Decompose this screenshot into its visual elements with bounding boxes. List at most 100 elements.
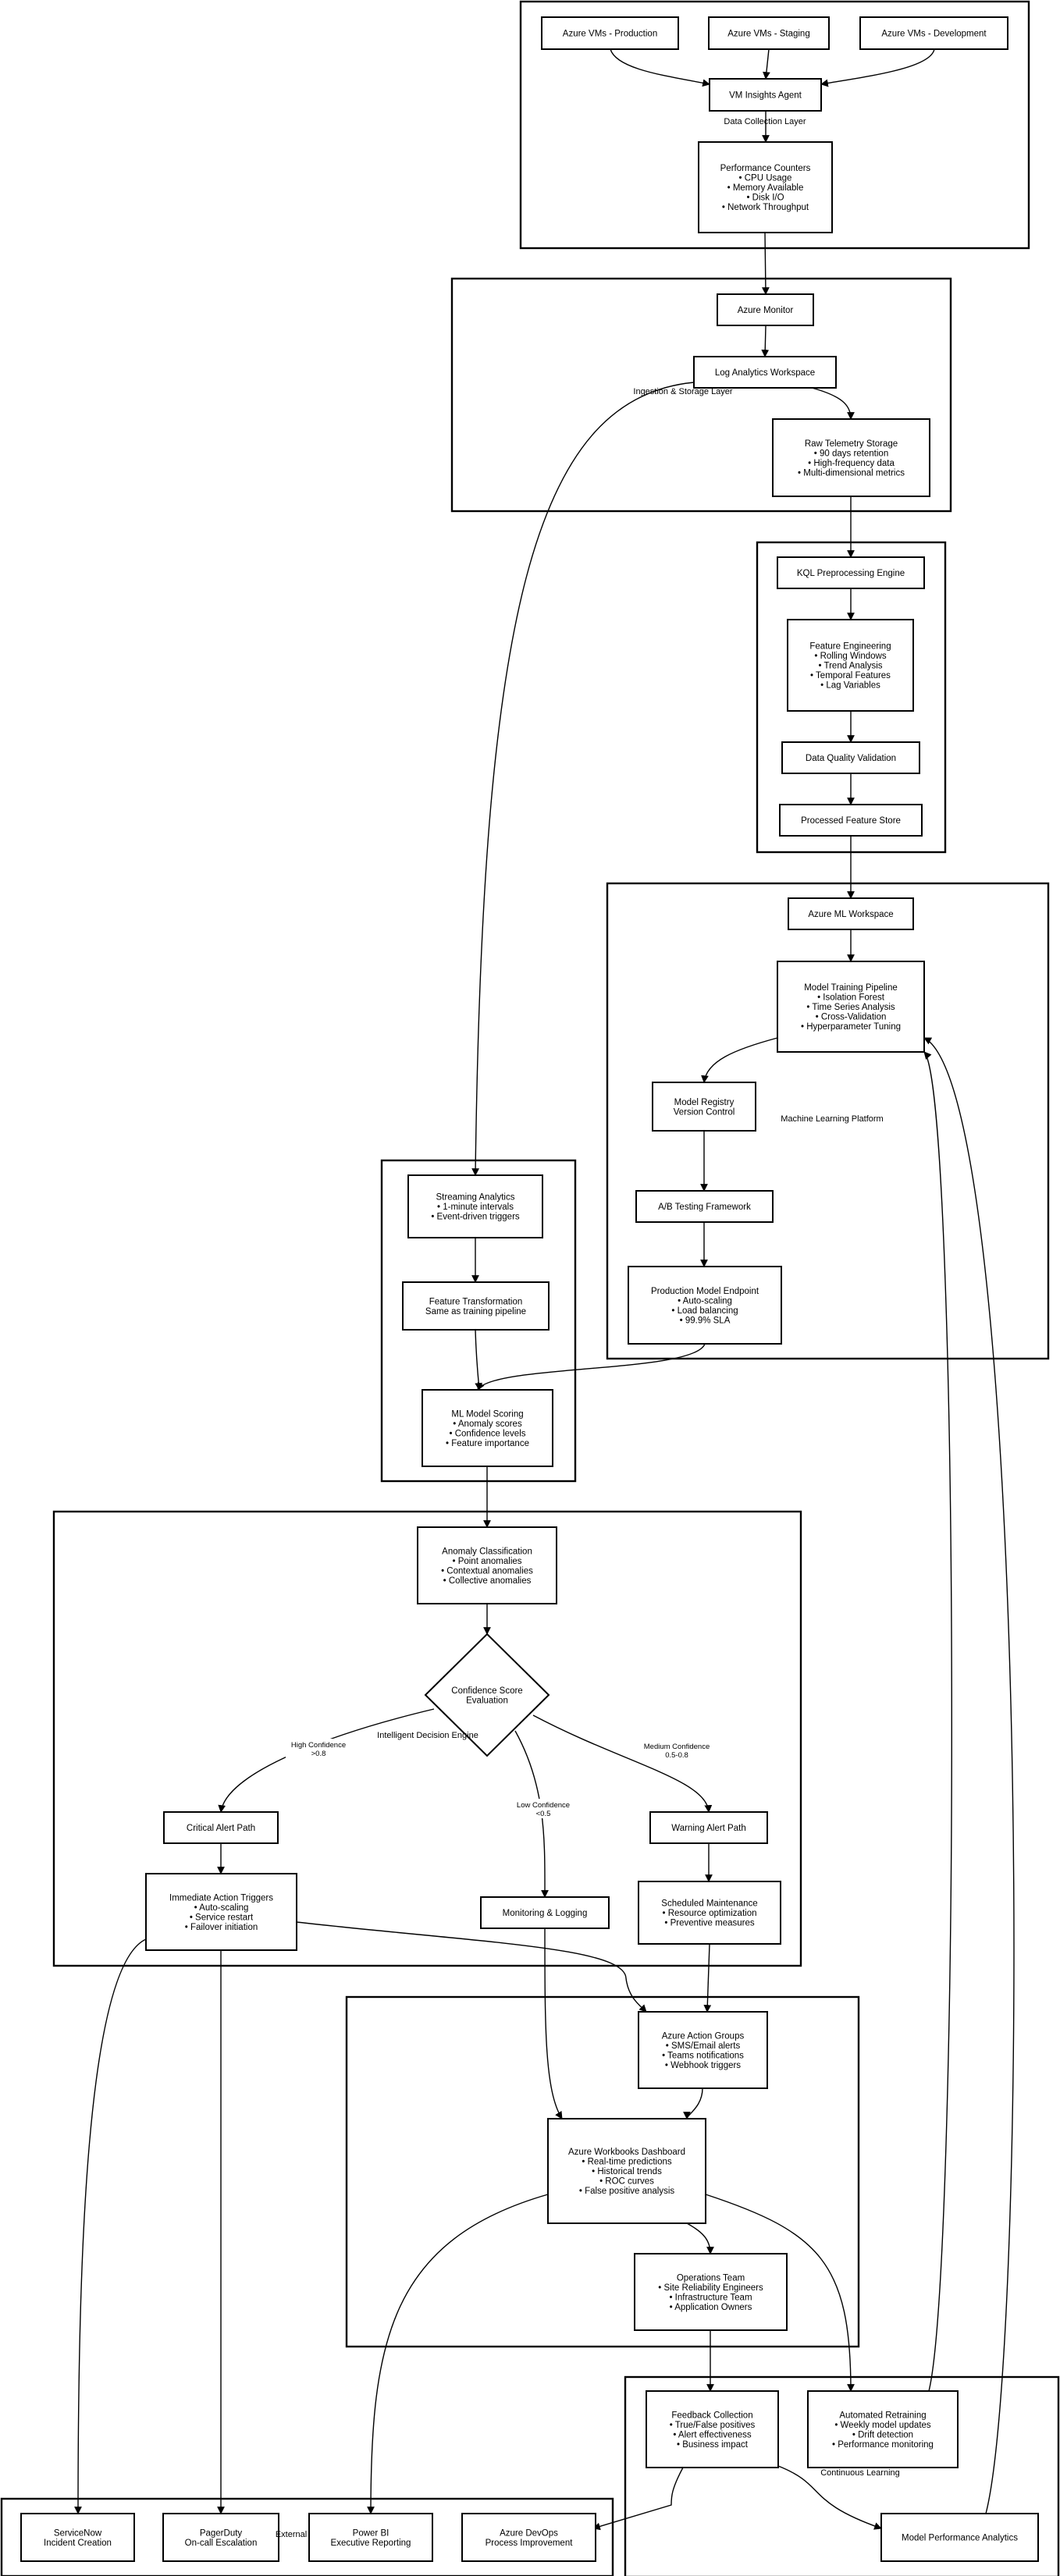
node-label-ml-workspace: Azure ML Workspace — [808, 910, 893, 919]
edge-label-low-confidence: Low Confidence<0.5 — [517, 1801, 570, 1818]
edge-scheduled-to-action — [703, 1943, 712, 2013]
node-label-prod-endpoint: Production Model Endpoint• Auto-scaling•… — [651, 1287, 759, 1326]
node-label-vm-prod: Azure VMs - Production — [563, 30, 657, 39]
node-label-scoring: ML Model Scoring• Anomaly scores• Confid… — [446, 1409, 529, 1448]
edge-label-bg-medium — [644, 1740, 710, 1760]
group-learning — [624, 2375, 1060, 2576]
group-streaming — [380, 1159, 577, 1483]
group-decision — [52, 1510, 802, 1967]
node-label-feature-store: Processed Feature Store — [801, 816, 901, 826]
node-label-streaming: Streaming Analytics• 1-minute intervals•… — [431, 1193, 520, 1222]
edge-counters-to-monitor — [761, 232, 770, 295]
node-scheduled-maint — [638, 1881, 781, 1945]
node-label-raw-storage: Raw Telemetry Storage• 90 days retention… — [798, 439, 905, 478]
node-label-warning-path: Warning Alert Path — [671, 1824, 745, 1833]
node-label-training: Model Training Pipeline• Isolation Fores… — [801, 983, 901, 1032]
node-workbooks — [547, 2118, 706, 2224]
node-label-workbooks: Azure Workbooks Dashboard• Real-time pre… — [568, 2148, 685, 2196]
edge-immediate-to-action — [296, 1921, 647, 2013]
edge-feedback-to-model-perf — [777, 2465, 882, 2530]
group-alerting — [345, 1995, 860, 2348]
node-log-analytics — [693, 356, 837, 389]
edge-immediate-to-servicenow — [74, 1938, 147, 2514]
node-label-scheduled-maint: Scheduled Maintenance• Resource optimiza… — [661, 1899, 757, 1928]
node-label-vm-dev: Azure VMs - Development — [881, 30, 987, 39]
node-label-vm-staging: Azure VMs - Staging — [727, 30, 809, 39]
node-label-kql: KQL Preprocessing Engine — [797, 569, 905, 578]
node-perf-counters — [698, 141, 833, 233]
node-powerbi — [308, 2513, 433, 2562]
node-raw-storage — [772, 418, 930, 497]
edge-label-high-confidence: High Confidence>0.8 — [291, 1741, 346, 1758]
node-scoring — [422, 1389, 553, 1467]
node-devops — [461, 2513, 596, 2562]
edge-label-bg-high — [286, 1739, 351, 1758]
node-classification — [417, 1526, 557, 1604]
edge-monitor-to-log — [761, 325, 770, 357]
node-label-azure-monitor: Azure Monitor — [738, 306, 794, 315]
edge-label-bg-low — [510, 1799, 576, 1818]
edge-model-perf-to-training — [923, 1037, 1015, 2514]
node-vm-prod — [541, 16, 679, 50]
node-action-groups — [638, 2011, 768, 2089]
node-label-feedback: Feedback Collection• True/False positive… — [670, 2411, 756, 2450]
node-label-insights-agent: VM Insights Agent — [729, 91, 802, 101]
edge-vm-dev-to-agent — [820, 48, 935, 87]
edge-confidence-to-critical — [218, 1708, 435, 1813]
node-azure-monitor — [717, 293, 814, 326]
node-monitoring-logging — [480, 1896, 610, 1929]
node-warning-path — [649, 1811, 768, 1844]
node-label-action-groups: Azure Action Groups• SMS/Email alerts• T… — [662, 2031, 745, 2070]
group-label-decision: Intelligent Decision Engine — [377, 1731, 478, 1740]
node-critical-path — [163, 1811, 279, 1844]
node-label-dq-validation: Data Quality Validation — [806, 754, 896, 763]
node-label-model-perf: Model Performance Analytics — [902, 2534, 1018, 2543]
edge-monitoring-to-workbooks — [544, 1928, 563, 2119]
node-vm-staging — [708, 16, 830, 50]
node-confidence-eval — [424, 1633, 550, 1757]
node-feedback — [646, 2390, 779, 2468]
node-label-log-analytics: Log Analytics Workspace — [715, 368, 815, 378]
node-registry — [652, 1082, 756, 1132]
node-pagerduty — [162, 2513, 279, 2562]
node-feature-eng — [787, 619, 914, 712]
edge-confidence-to-warning — [532, 1714, 713, 1813]
node-ab-testing — [635, 1190, 774, 1223]
node-label-feature-eng: Feature Engineering• Rolling Windows• Tr… — [809, 642, 891, 691]
node-streaming — [407, 1174, 543, 1238]
edge-vm-prod-to-agent — [610, 48, 710, 87]
node-ops-team — [634, 2253, 788, 2331]
node-training — [777, 961, 925, 1053]
node-label-monitoring-logging: Monitoring & Logging — [503, 1909, 588, 1918]
node-retraining — [807, 2390, 959, 2468]
edge-action-to-workbooks — [683, 2087, 703, 2119]
node-prod-endpoint — [628, 1266, 782, 1345]
group-label-learning: Continuous Learning — [820, 2468, 900, 2478]
group-label-ml-platform: Machine Learning Platform — [781, 1114, 883, 1124]
group-ml-platform — [606, 882, 1050, 1360]
node-feature-store — [779, 804, 923, 837]
edge-workbooks-to-ops — [686, 2222, 714, 2254]
node-servicenow — [20, 2513, 135, 2562]
node-label-ab-testing: A/B Testing Framework — [658, 1203, 751, 1212]
edge-workbooks-to-powerbi — [367, 2194, 549, 2514]
node-model-perf — [880, 2513, 1039, 2562]
node-feature-transform — [402, 1281, 550, 1331]
edge-training-to-registry — [701, 1037, 778, 1083]
group-ingestion — [450, 277, 952, 513]
node-dq-validation — [781, 741, 920, 774]
node-kql — [777, 556, 925, 589]
edge-vm-staging-to-agent — [763, 48, 770, 80]
node-label-retraining: Automated Retraining• Weekly model updat… — [832, 2411, 934, 2450]
edge-log-to-raw — [811, 387, 855, 420]
node-label-ops-team: Operations Team• Site Reliability Engine… — [658, 2273, 763, 2312]
group-label-data-collection: Data Collection Layer — [724, 117, 806, 126]
group-label-ingestion: Ingestion & Storage Layer — [633, 387, 733, 396]
